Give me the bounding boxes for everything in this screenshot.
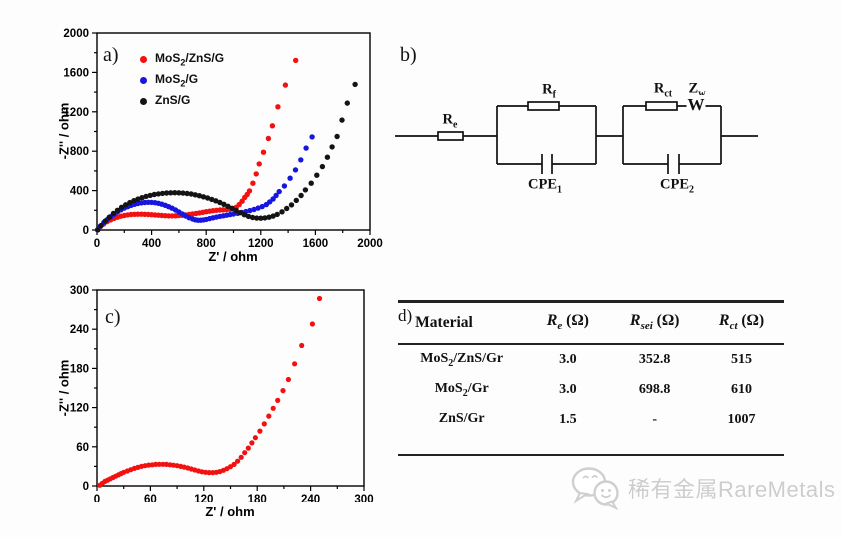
- fit-parameters-table: d)Material Re (Ω) Rsei (Ω) Rct (Ω) MoS2/…: [398, 300, 784, 457]
- svg-text:0: 0: [94, 494, 100, 502]
- cell-rct: 1007: [727, 411, 756, 427]
- tick-labels: 0 60 120 180 240 300 0 60 120 180 240 300: [70, 285, 374, 502]
- svg-text:60: 60: [144, 494, 157, 502]
- cell-rsei: -: [652, 411, 657, 427]
- nyquist-plot-a: 0 400 800 1200 1600 2000 0 400 800 1200 1600 2000: [63, 28, 382, 250]
- resistor-rct: [645, 101, 678, 111]
- panel-label-c: c): [105, 306, 121, 328]
- legend-item-zns-g: ZnS/G: [140, 91, 224, 112]
- x-axis-title-a: Z' / ohm: [208, 249, 258, 264]
- label-rct: Rct: [653, 80, 673, 100]
- plot-frame: [96, 289, 365, 487]
- table-header-row: d)Material Re (Ω) Rsei (Ω) Rct (Ω): [398, 301, 784, 346]
- legend-label: MoS2/G: [155, 72, 199, 89]
- wechat-logo-icon: [571, 467, 619, 511]
- panel-label-b: b): [400, 44, 417, 66]
- warburg-element: W: [686, 95, 706, 115]
- cell-rct: 515: [731, 351, 753, 367]
- cell-rct: 610: [731, 381, 753, 397]
- series-ZnS/G: [95, 81, 358, 233]
- series-MoS2/ZnS/G: [97, 295, 323, 488]
- watermark-text: 稀有金属RareMetals: [628, 477, 836, 502]
- legend-marker-black: [140, 98, 147, 105]
- svg-text:400: 400: [70, 186, 89, 198]
- legend-item-mos2-zns-g: MoS2/ZnS/G: [140, 49, 224, 70]
- svg-text:240: 240: [70, 324, 89, 336]
- svg-text:300: 300: [70, 285, 89, 297]
- legend-marker-red: [140, 56, 147, 63]
- svg-text:0: 0: [83, 481, 89, 493]
- column-header-rsei: Rsei (Ω): [610, 301, 700, 346]
- cell-rsei: 352.8: [638, 351, 671, 367]
- cell-re: 3.0: [559, 351, 577, 367]
- label-re: Re: [442, 111, 458, 131]
- tick-labels: 0 400 800 1200 1600 2000 0 400 800 1200 1600 2000: [63, 28, 382, 250]
- table-row: MoS2/Gr 3.0 698.8 610: [398, 375, 784, 405]
- panel-label-d: d): [398, 306, 413, 326]
- cell-material: MoS2/Gr: [434, 380, 489, 399]
- svg-text:300: 300: [354, 494, 373, 502]
- resistor-re: [437, 131, 464, 141]
- cpe2-capacitor: [667, 154, 680, 174]
- svg-text:2000: 2000: [63, 28, 89, 40]
- svg-text:120: 120: [194, 494, 213, 502]
- table-row: MoS2/ZnS/Gr 3.0 352.8 515: [398, 344, 784, 375]
- svg-text:800: 800: [197, 238, 216, 250]
- svg-text:0: 0: [83, 225, 89, 237]
- svg-text:0: 0: [94, 238, 100, 250]
- svg-text:1600: 1600: [63, 67, 89, 79]
- svg-text:400: 400: [142, 238, 161, 250]
- label-cpe2: CPE2: [660, 176, 694, 196]
- equivalent-circuit-diagram: [395, 101, 758, 174]
- svg-text:2000: 2000: [357, 238, 383, 250]
- cell-material: ZnS/Gr: [438, 410, 485, 426]
- table-row: ZnS/Gr 1.5 - 1007: [398, 405, 784, 456]
- circuit-wires: [395, 105, 758, 165]
- svg-text:180: 180: [70, 363, 89, 375]
- column-header-material: d)Material: [398, 301, 526, 346]
- cpe1-capacitor: [541, 154, 553, 174]
- watermark: 稀有金属RareMetals: [568, 464, 835, 512]
- legend-marker-blue: [140, 77, 147, 84]
- svg-text:180: 180: [248, 494, 267, 502]
- column-header-rct: Rct (Ω): [699, 301, 784, 346]
- legend-item-mos2-g: MoS2/G: [140, 70, 224, 91]
- axis-ticks: [92, 289, 365, 491]
- cell-rsei: 698.8: [638, 381, 671, 397]
- svg-text:1200: 1200: [248, 238, 274, 250]
- svg-text:800: 800: [70, 146, 89, 158]
- y-axis-title-c: -Z'' / ohm: [56, 359, 72, 417]
- x-axis-title-c: Z' / ohm: [205, 504, 255, 519]
- series-MoS2/ZnS/G: [95, 57, 299, 233]
- panel-label-a: a): [103, 44, 119, 66]
- cell-re: 1.5: [559, 411, 577, 427]
- label-zw: Zw: [688, 80, 706, 100]
- svg-text:1200: 1200: [63, 107, 89, 119]
- label-rf: Rf: [542, 81, 556, 101]
- legend-label: ZnS/G: [155, 93, 191, 108]
- column-header-re: Re (Ω): [525, 301, 611, 346]
- series-MoS2/G: [95, 134, 315, 233]
- resistor-rf: [527, 101, 560, 111]
- cell-material: MoS2/ZnS/Gr: [420, 351, 504, 369]
- nyquist-plot-c: 0 60 120 180 240 300 0 60 120 180 240 300: [70, 285, 374, 502]
- y-axis-title-a: -Z'' / ohm: [56, 102, 72, 160]
- svg-text:120: 120: [70, 403, 89, 415]
- svg-text:240: 240: [301, 494, 320, 502]
- svg-text:1600: 1600: [303, 238, 329, 250]
- legend-label: MoS2/ZnS/G: [155, 51, 225, 68]
- cell-re: 3.0: [559, 381, 577, 397]
- legend-a: MoS2/ZnS/G MoS2/G ZnS/G: [140, 49, 224, 112]
- label-cpe1: CPE1: [528, 176, 562, 196]
- svg-text:60: 60: [76, 442, 89, 454]
